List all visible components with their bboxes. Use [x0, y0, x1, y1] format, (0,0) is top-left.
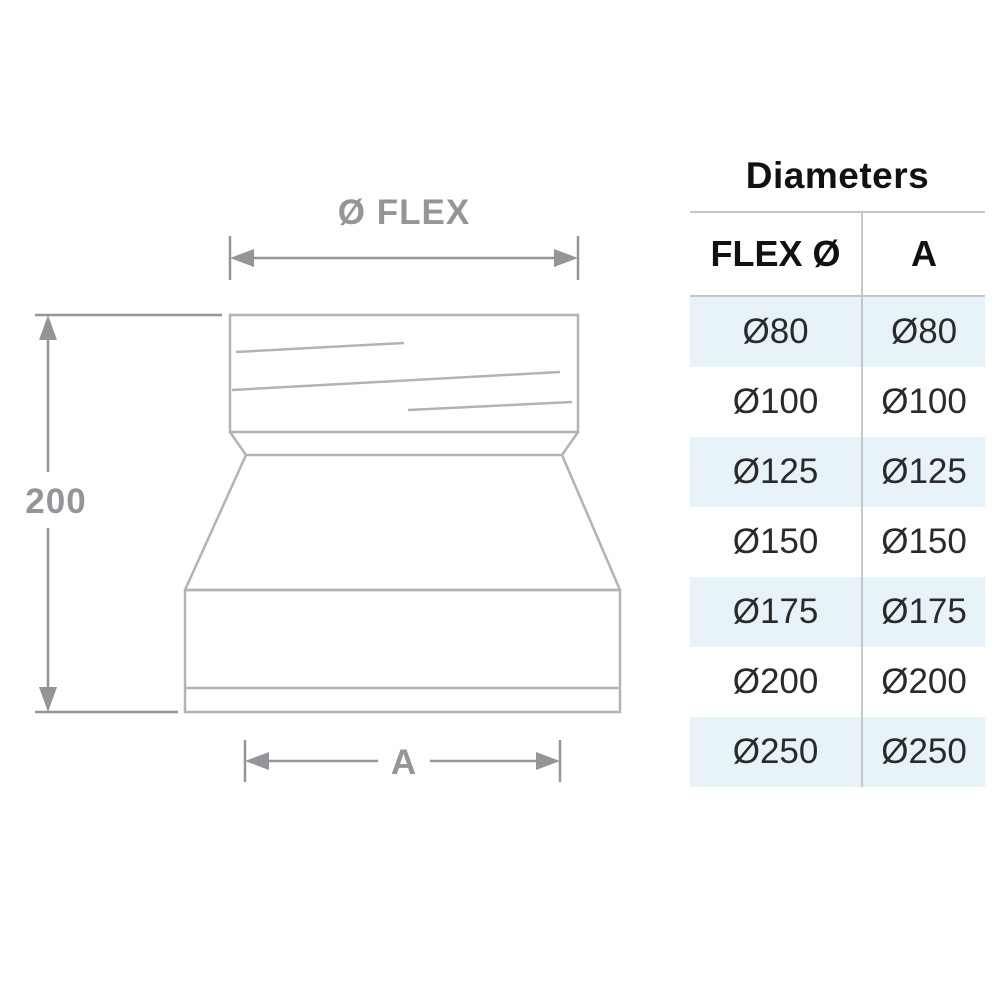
- technical-drawing: Ø FLEX 200 A: [25, 193, 622, 782]
- arrowhead-left: [230, 249, 254, 267]
- dimension-a: [243, 740, 562, 782]
- table-row: Ø80 Ø80: [690, 296, 985, 367]
- neck-right: [560, 431, 580, 456]
- neck-left: [228, 431, 248, 456]
- cell-flex: Ø80: [690, 296, 864, 367]
- cell-flex: Ø125: [690, 437, 864, 507]
- collar-texture-line: [407, 400, 573, 412]
- cell-flex: Ø150: [690, 507, 864, 577]
- cell-a: Ø200: [881, 662, 967, 701]
- table-header-row: FLEX Ø A: [690, 211, 985, 297]
- cell-a: Ø175: [862, 577, 985, 647]
- cell-flex: Ø100: [690, 367, 864, 437]
- flex-collar: [228, 313, 580, 434]
- cone-left: [183, 454, 248, 591]
- collar-texture-line: [235, 341, 405, 354]
- cell-flex: Ø200: [690, 647, 864, 717]
- cell-a: Ø80: [862, 296, 985, 367]
- cell-flex: Ø250: [690, 717, 864, 787]
- dimension-flex: [228, 236, 580, 280]
- cell-a: Ø100: [881, 382, 967, 421]
- table-row: Ø100 Ø100: [690, 367, 985, 437]
- diameters-data-table: FLEX Ø A Ø80 Ø80 Ø100 Ø100 Ø125 Ø125: [690, 211, 985, 787]
- header-flex-diameter: FLEX Ø: [690, 211, 864, 297]
- reducer-outline: [183, 313, 622, 714]
- arrowhead-left: [245, 752, 269, 770]
- table-row: Ø125 Ø125: [690, 437, 985, 507]
- dimension-height: [35, 313, 222, 714]
- header-a: A: [862, 211, 985, 297]
- dim-label-flex: Ø FLEX: [338, 193, 470, 232]
- cell-a: Ø125: [862, 437, 985, 507]
- arrowhead-up: [39, 315, 57, 340]
- arrowhead-down: [39, 687, 57, 712]
- table-row: Ø150 Ø150: [690, 507, 985, 577]
- dim-label-height: 200: [25, 482, 86, 521]
- dim-label-a: A: [391, 743, 417, 782]
- arrowhead-right: [536, 752, 560, 770]
- cone-right: [560, 454, 622, 591]
- table-row: Ø200 Ø200: [690, 647, 985, 717]
- collar-texture-line: [231, 370, 561, 392]
- cell-flex: Ø175: [690, 577, 864, 647]
- table-title: Diameters: [745, 155, 930, 196]
- table-row: Ø250 Ø250: [690, 717, 985, 787]
- arrowhead-right: [554, 249, 578, 267]
- cell-a: Ø250: [862, 717, 985, 787]
- diameters-table: Diameters FLEX Ø A Ø80 Ø80 Ø100 Ø100 Ø12…: [690, 155, 985, 787]
- cell-a: Ø150: [881, 522, 967, 561]
- table-row: Ø175 Ø175: [690, 577, 985, 647]
- base-collar: [183, 588, 622, 714]
